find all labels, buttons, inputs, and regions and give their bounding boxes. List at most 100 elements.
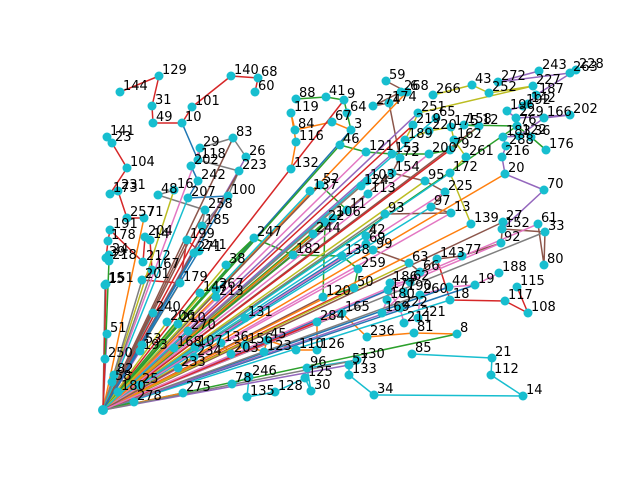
node-label-11: 11	[350, 197, 367, 212]
node-label-16: 16	[177, 177, 194, 192]
node-label-61: 61	[541, 211, 558, 226]
node-label-138: 138	[345, 243, 370, 258]
node-label-259: 259	[361, 256, 386, 271]
node-point-41	[321, 92, 331, 102]
node-label-124: 124	[364, 173, 389, 188]
node-label-201: 201	[145, 267, 170, 282]
node-point-193	[135, 346, 145, 356]
node-point-119	[286, 108, 296, 118]
node-label-46: 46	[343, 132, 360, 147]
node-label-72: 72	[403, 145, 420, 160]
node-point-138	[337, 251, 347, 261]
node-point-143	[432, 254, 442, 264]
node-label-92: 92	[504, 230, 521, 245]
node-label-42: 42	[369, 223, 386, 238]
node-label-221: 221	[421, 305, 446, 320]
node-label-19: 19	[478, 272, 495, 287]
node-label-64: 64	[350, 100, 367, 115]
node-label-175: 175	[454, 114, 479, 129]
node-point-210	[173, 319, 183, 329]
node-point-126	[312, 345, 322, 355]
node-label-227: 227	[536, 73, 561, 88]
series-line-2	[181, 122, 229, 199]
node-point-19	[470, 280, 480, 290]
node-point-112	[486, 370, 496, 380]
node-label-44: 44	[452, 274, 469, 289]
node-label-58: 58	[115, 369, 132, 384]
node-point-211	[399, 318, 409, 328]
node-point-59	[381, 76, 391, 86]
node-point-80	[539, 260, 549, 270]
node-point-233	[173, 363, 183, 373]
node-label-100: 100	[231, 183, 256, 198]
node-point-244	[308, 229, 318, 239]
node-label-12: 12	[482, 113, 499, 128]
node-point-257	[122, 213, 132, 223]
node-point-97	[426, 202, 436, 212]
node-label-63: 63	[412, 250, 429, 265]
node-label-183: 183	[506, 124, 531, 139]
node-point-139	[466, 219, 476, 229]
node-point-182	[288, 250, 298, 260]
node-label-123: 123	[267, 339, 292, 354]
node-label-252: 252	[492, 80, 517, 95]
node-label-186: 186	[393, 270, 418, 285]
node-label-76: 76	[520, 113, 537, 128]
node-label-234: 234	[197, 344, 222, 359]
node-label-117: 117	[508, 288, 533, 303]
node-point-131	[240, 313, 250, 323]
node-point-270	[183, 326, 193, 336]
node-point-191	[105, 225, 115, 235]
node-point-27	[498, 217, 508, 227]
node-label-112: 112	[494, 362, 519, 377]
node-label-196: 196	[510, 98, 535, 113]
node-label-166: 166	[547, 105, 572, 120]
node-label-82: 82	[117, 362, 134, 377]
node-label-229: 229	[519, 105, 544, 120]
node-label-3: 3	[354, 117, 362, 132]
node-point-62	[405, 277, 415, 287]
node-point-183	[498, 132, 508, 142]
label-layer: 3689101112131415161819202122232526272930…	[108, 57, 604, 404]
series-line-89	[102, 307, 401, 411]
node-point-221	[413, 313, 423, 323]
node-label-24: 24	[112, 242, 129, 257]
node-label-62: 62	[413, 269, 430, 284]
node-point-288	[501, 141, 511, 151]
node-point-96	[302, 363, 312, 373]
node-point-278	[129, 397, 139, 407]
node-label-136: 136	[224, 330, 249, 345]
node-label-88: 88	[299, 86, 316, 101]
node-point-174	[384, 98, 394, 108]
series-line-54	[102, 206, 432, 411]
node-point-120	[318, 292, 328, 302]
node-point-81	[409, 328, 419, 338]
node-point-186	[385, 278, 395, 288]
node-point-136	[216, 338, 226, 348]
node-label-129: 129	[162, 63, 187, 78]
node-point-251	[413, 108, 423, 118]
node-label-210: 210	[181, 311, 206, 326]
series-line-91	[102, 191, 446, 411]
node-label-22: 22	[328, 209, 345, 224]
node-label-288: 288	[509, 133, 534, 148]
node-label-69: 69	[369, 231, 386, 246]
node-label-156: 156	[248, 332, 273, 347]
node-point-261	[461, 152, 471, 162]
node-point-201	[137, 275, 147, 285]
node-label-165: 165	[345, 300, 370, 315]
node-point-212	[138, 257, 148, 267]
node-point-52	[315, 180, 325, 190]
node-label-272: 272	[501, 69, 526, 84]
node-point-219	[408, 120, 418, 130]
node-label-178: 178	[111, 228, 136, 243]
node-point-11	[342, 205, 352, 215]
node-label-218: 218	[112, 248, 137, 263]
node-label-60: 60	[258, 79, 275, 94]
node-point-14b	[145, 235, 155, 245]
node-point-284	[312, 317, 322, 327]
node-point-144	[115, 87, 125, 97]
node-label-115: 115	[520, 274, 545, 289]
node-point-132	[286, 164, 296, 174]
